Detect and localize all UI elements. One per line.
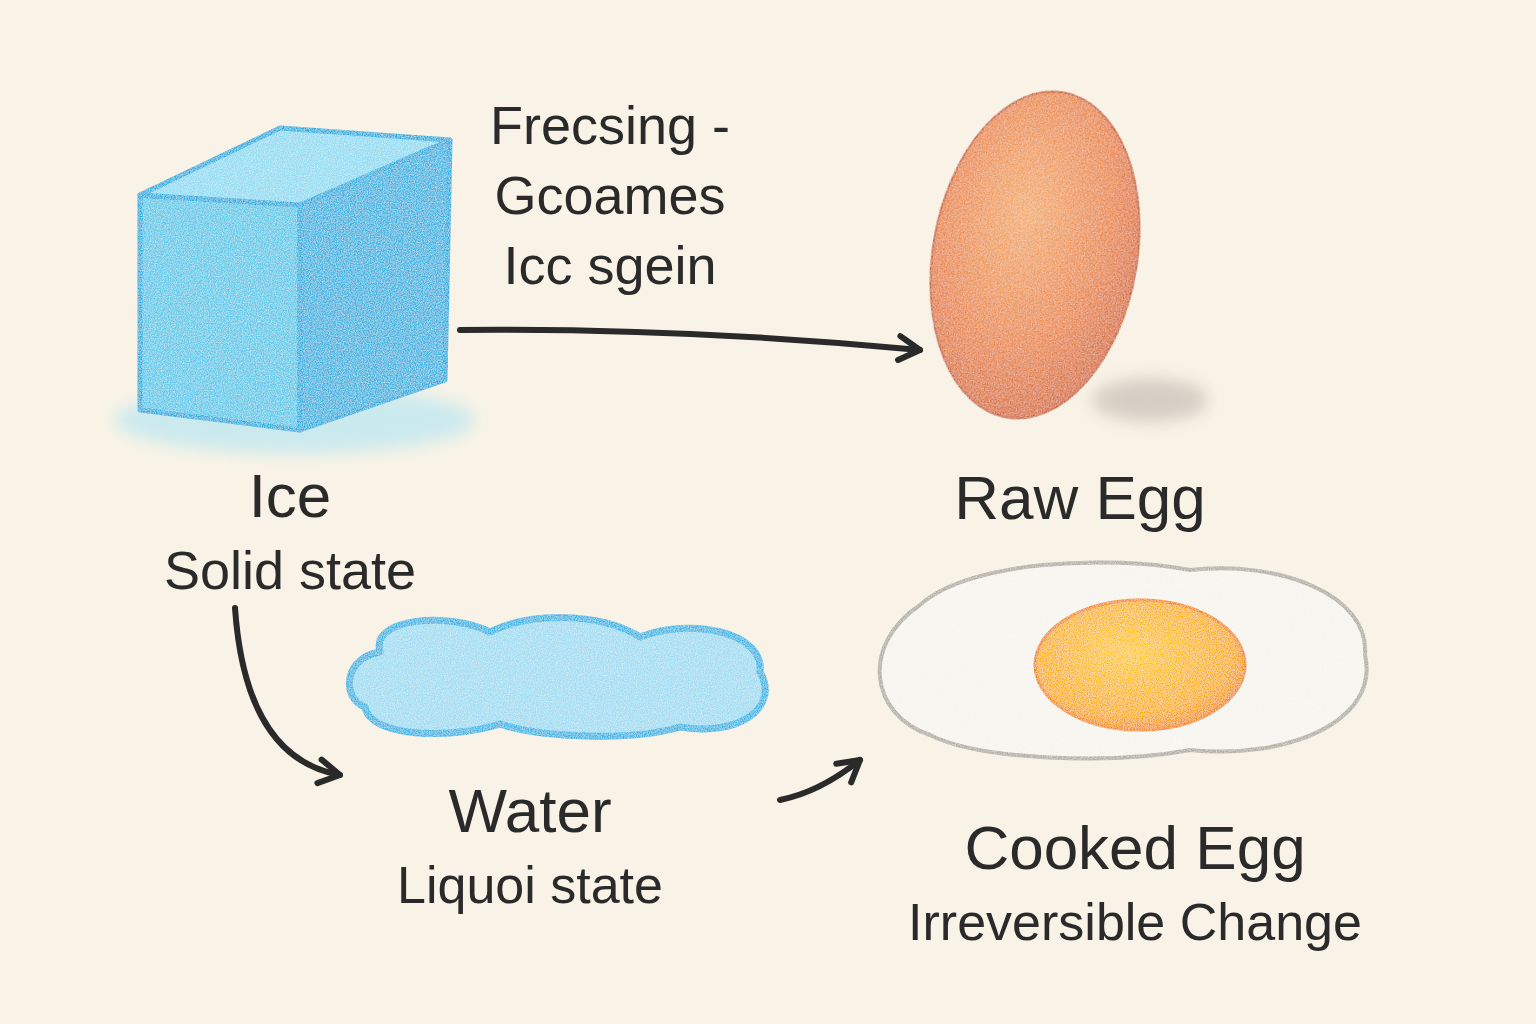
water-puddle-illustration bbox=[349, 618, 765, 737]
node-title: Ice bbox=[120, 460, 460, 532]
arrow-line bbox=[235, 608, 340, 775]
node-subtitle: Solid state bbox=[120, 538, 460, 602]
node-text-group: IceSolid state bbox=[120, 460, 460, 602]
node-title: Cooked Egg bbox=[860, 812, 1410, 884]
arrow-head bbox=[317, 760, 340, 784]
arrow-label: Frecsing - Gcoames Icc sgein bbox=[465, 90, 755, 300]
raw-egg-illustration bbox=[906, 75, 1208, 435]
node-title: Water bbox=[340, 775, 720, 847]
node-title: Raw Egg bbox=[920, 462, 1240, 534]
node-text-group: WaterLiquoi state bbox=[340, 775, 780, 917]
transition-arrow bbox=[780, 760, 860, 800]
node-subtitle: Irreversible Change bbox=[860, 890, 1410, 954]
node-subtitle: Liquoi state bbox=[340, 853, 720, 917]
ice-cube-illustration bbox=[115, 128, 475, 454]
node-text-group: Cooked EggIrreversible Change bbox=[860, 812, 1410, 954]
cooked-egg-illustration bbox=[880, 562, 1367, 758]
state-node: IceSolid state bbox=[120, 110, 460, 608]
node-text-group: Raw Egg bbox=[920, 462, 1240, 534]
transition-arrow bbox=[460, 330, 920, 360]
transition-arrow bbox=[235, 608, 340, 783]
arrow-line bbox=[460, 330, 920, 350]
state-node: Cooked EggIrreversible Change bbox=[860, 555, 1410, 960]
arrow-line bbox=[780, 760, 860, 800]
state-node: Raw Egg bbox=[920, 80, 1240, 540]
arrow-head bbox=[898, 336, 920, 360]
state-node: WaterLiquoi state bbox=[340, 612, 780, 923]
arrow-head bbox=[836, 760, 860, 782]
